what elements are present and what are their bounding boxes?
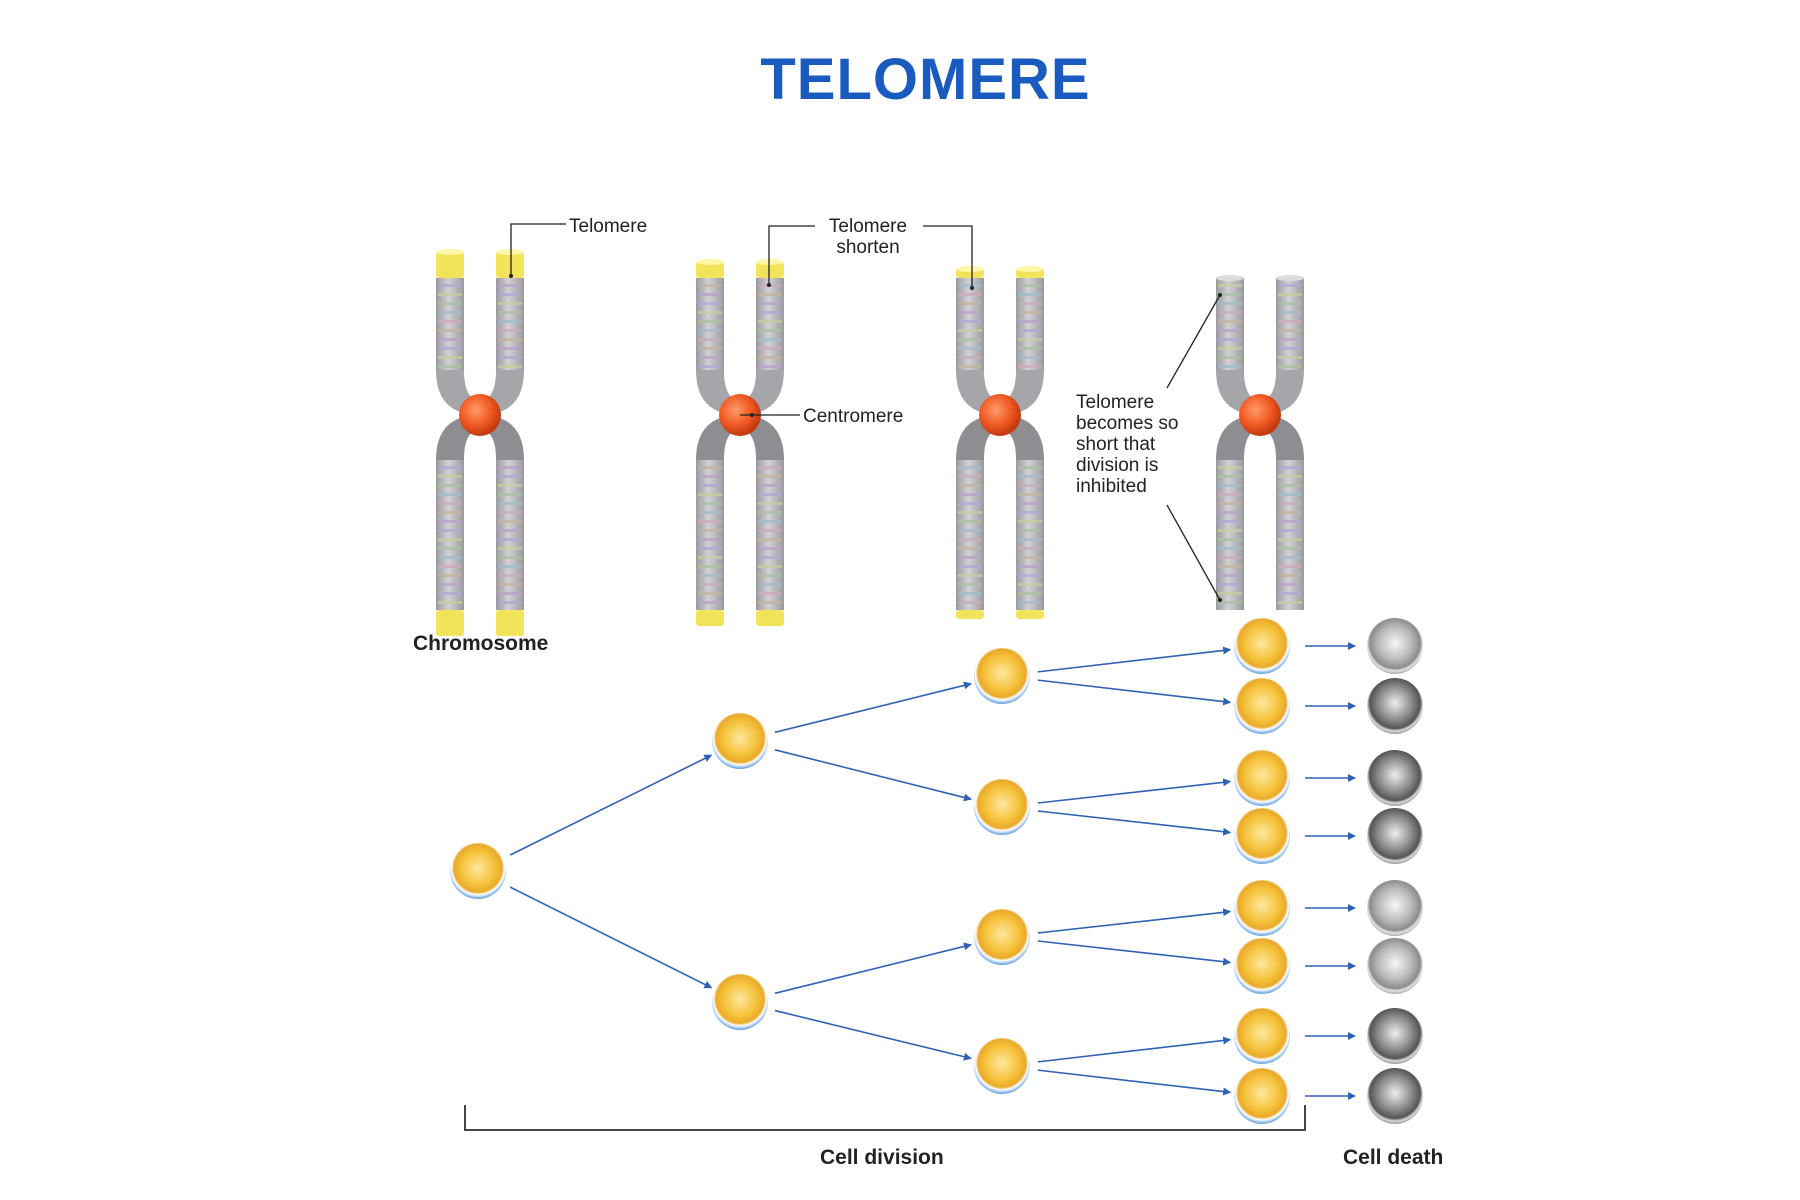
cell-death-label: Cell death: [1343, 1146, 1444, 1169]
chromosome-1: [436, 249, 524, 636]
cell-division-label: Cell division: [820, 1146, 944, 1169]
division-arrow: [774, 1009, 972, 1061]
division-arrow: [1037, 810, 1232, 836]
cell: [1234, 808, 1290, 864]
cell: [1234, 750, 1290, 806]
chromosome-2: [696, 259, 784, 626]
cell: [1234, 880, 1290, 936]
telomere-label: Telomere: [569, 216, 648, 237]
division-arrow: [1037, 908, 1232, 934]
division-arrow: [774, 749, 972, 802]
cell: [1234, 618, 1290, 674]
cell: [974, 779, 1030, 835]
dead-cell: [1367, 880, 1423, 936]
division-arrow: [1037, 646, 1232, 673]
cell: [974, 1038, 1030, 1094]
division-arrow: [1037, 679, 1232, 706]
cell: [1234, 1068, 1290, 1124]
division-arrow: [1037, 778, 1232, 804]
cell: [974, 909, 1030, 965]
division-arrow: [774, 942, 972, 995]
dead-cell: [1367, 618, 1423, 674]
chromosome-4: [1216, 275, 1304, 610]
cell: [712, 713, 768, 769]
telomere-shorten-label: Telomere shorten: [828, 216, 908, 258]
page-title: TELOMERE: [760, 47, 1091, 112]
division-arrow: [774, 681, 972, 734]
cell: [712, 974, 768, 1030]
dead-cell: [1367, 678, 1423, 734]
chromosome-3: [956, 266, 1044, 619]
centromere-label: Centromere: [803, 406, 904, 427]
cell: [974, 648, 1030, 704]
division-arrow: [509, 754, 713, 856]
division-arrow: [509, 886, 713, 989]
division-arrow: [1037, 940, 1232, 966]
dead-cell: [1367, 938, 1423, 994]
cell: [1234, 678, 1290, 734]
cell: [1234, 938, 1290, 994]
division-inhibited-label: Telomere becomes so short that division …: [1076, 392, 1179, 497]
dead-cell: [1367, 1008, 1423, 1064]
dead-cell: [1367, 750, 1423, 806]
dead-cell: [1367, 1068, 1423, 1124]
cell: [1234, 1008, 1290, 1064]
cell: [450, 843, 506, 899]
dead-cell: [1367, 808, 1423, 864]
division-arrow: [1037, 1036, 1232, 1063]
division-arrow: [1037, 1069, 1232, 1096]
chromosome-label: Chromosome: [413, 632, 549, 655]
